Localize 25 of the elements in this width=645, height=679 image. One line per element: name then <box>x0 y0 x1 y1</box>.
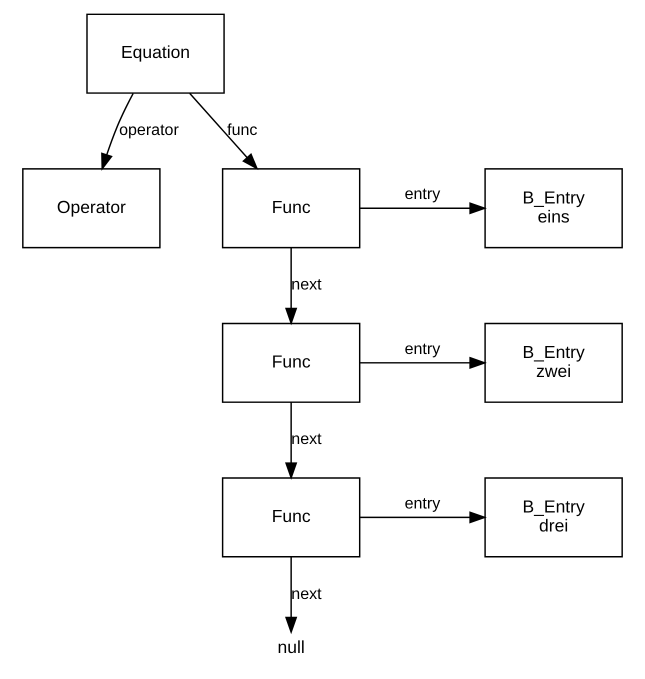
node-text: null <box>278 637 305 658</box>
arrow <box>360 356 487 369</box>
edge-label: next <box>291 430 322 448</box>
arrow <box>360 511 487 524</box>
edge-label: entry <box>404 185 440 204</box>
node-box: Func <box>222 477 360 558</box>
edge-label: operator <box>119 121 179 140</box>
arrow <box>360 202 487 214</box>
arrow <box>101 93 134 171</box>
arrow <box>285 557 298 634</box>
node-box: Func <box>222 322 360 403</box>
node-box: B_Entry zwei <box>484 322 623 403</box>
node-box: B_Entry drei <box>484 477 623 558</box>
arrow <box>285 248 298 326</box>
node-box: Operator <box>22 168 161 248</box>
edge-label: next <box>291 584 322 603</box>
node-box: B_Entry eins <box>484 168 623 248</box>
node-box: Equation <box>86 14 225 94</box>
edge-label: entry <box>404 340 440 358</box>
arrow <box>285 402 298 480</box>
node-box: Func <box>222 168 360 248</box>
edge-label: func <box>227 121 258 140</box>
arrow <box>189 92 258 170</box>
edge-label: next <box>291 276 322 294</box>
edge-label: entry <box>404 494 440 512</box>
